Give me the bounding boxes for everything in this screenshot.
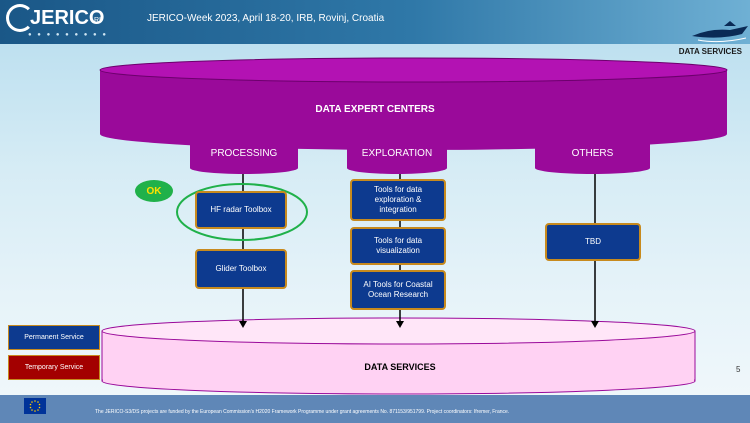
header-gradient [0, 0, 750, 44]
tools-visualization-box: Tools for data visualization [350, 227, 446, 265]
data-expert-centers-cylinder [99, 57, 728, 150]
logo: JERICO [30, 7, 105, 29]
logo-dots-decoration: ● ● ● ● ● ● ● ● ● [28, 32, 108, 38]
eu-flag-icon [24, 398, 46, 414]
logo-c-icon [6, 4, 34, 32]
footer-funding-text: The JERICO-S3/DS projects are funded by … [95, 409, 510, 415]
others-label: OTHERS [571, 148, 614, 159]
hf-radar-highlight-ring [176, 183, 308, 241]
data-services-cylinder [101, 317, 696, 395]
legend-temporary-service: Temporary Service [8, 355, 100, 380]
footer-bar [0, 395, 750, 423]
ship-icon [692, 21, 748, 43]
processing-label: PROCESSING [210, 148, 278, 159]
ok-badge: OK [135, 180, 173, 202]
glider-toolbox-box: Glider Toolbox [195, 249, 287, 289]
data-expert-centers-label: DATA EXPERT CENTERS [315, 104, 435, 115]
page-section-title: DATA SERVICES [678, 47, 742, 56]
logo-suffix: RI [94, 17, 101, 24]
exploration-label: EXPLORATION [361, 148, 433, 159]
tbd-box: TBD [545, 223, 641, 261]
tools-exploration-box: Tools for data exploration & integration [350, 179, 446, 221]
header-title: JERICO-Week 2023, April 18-20, IRB, Rovi… [147, 13, 385, 24]
arrow-heads [239, 321, 599, 328]
legend-permanent-service: Permanent Service [8, 325, 100, 350]
data-services-label: DATA SERVICES [364, 362, 436, 372]
hf-radar-toolbox-box: HF radar Toolbox [195, 191, 287, 229]
ai-tools-box: AI Tools for Coastal Ocean Research [350, 270, 446, 310]
page-number: 5 [736, 365, 741, 374]
